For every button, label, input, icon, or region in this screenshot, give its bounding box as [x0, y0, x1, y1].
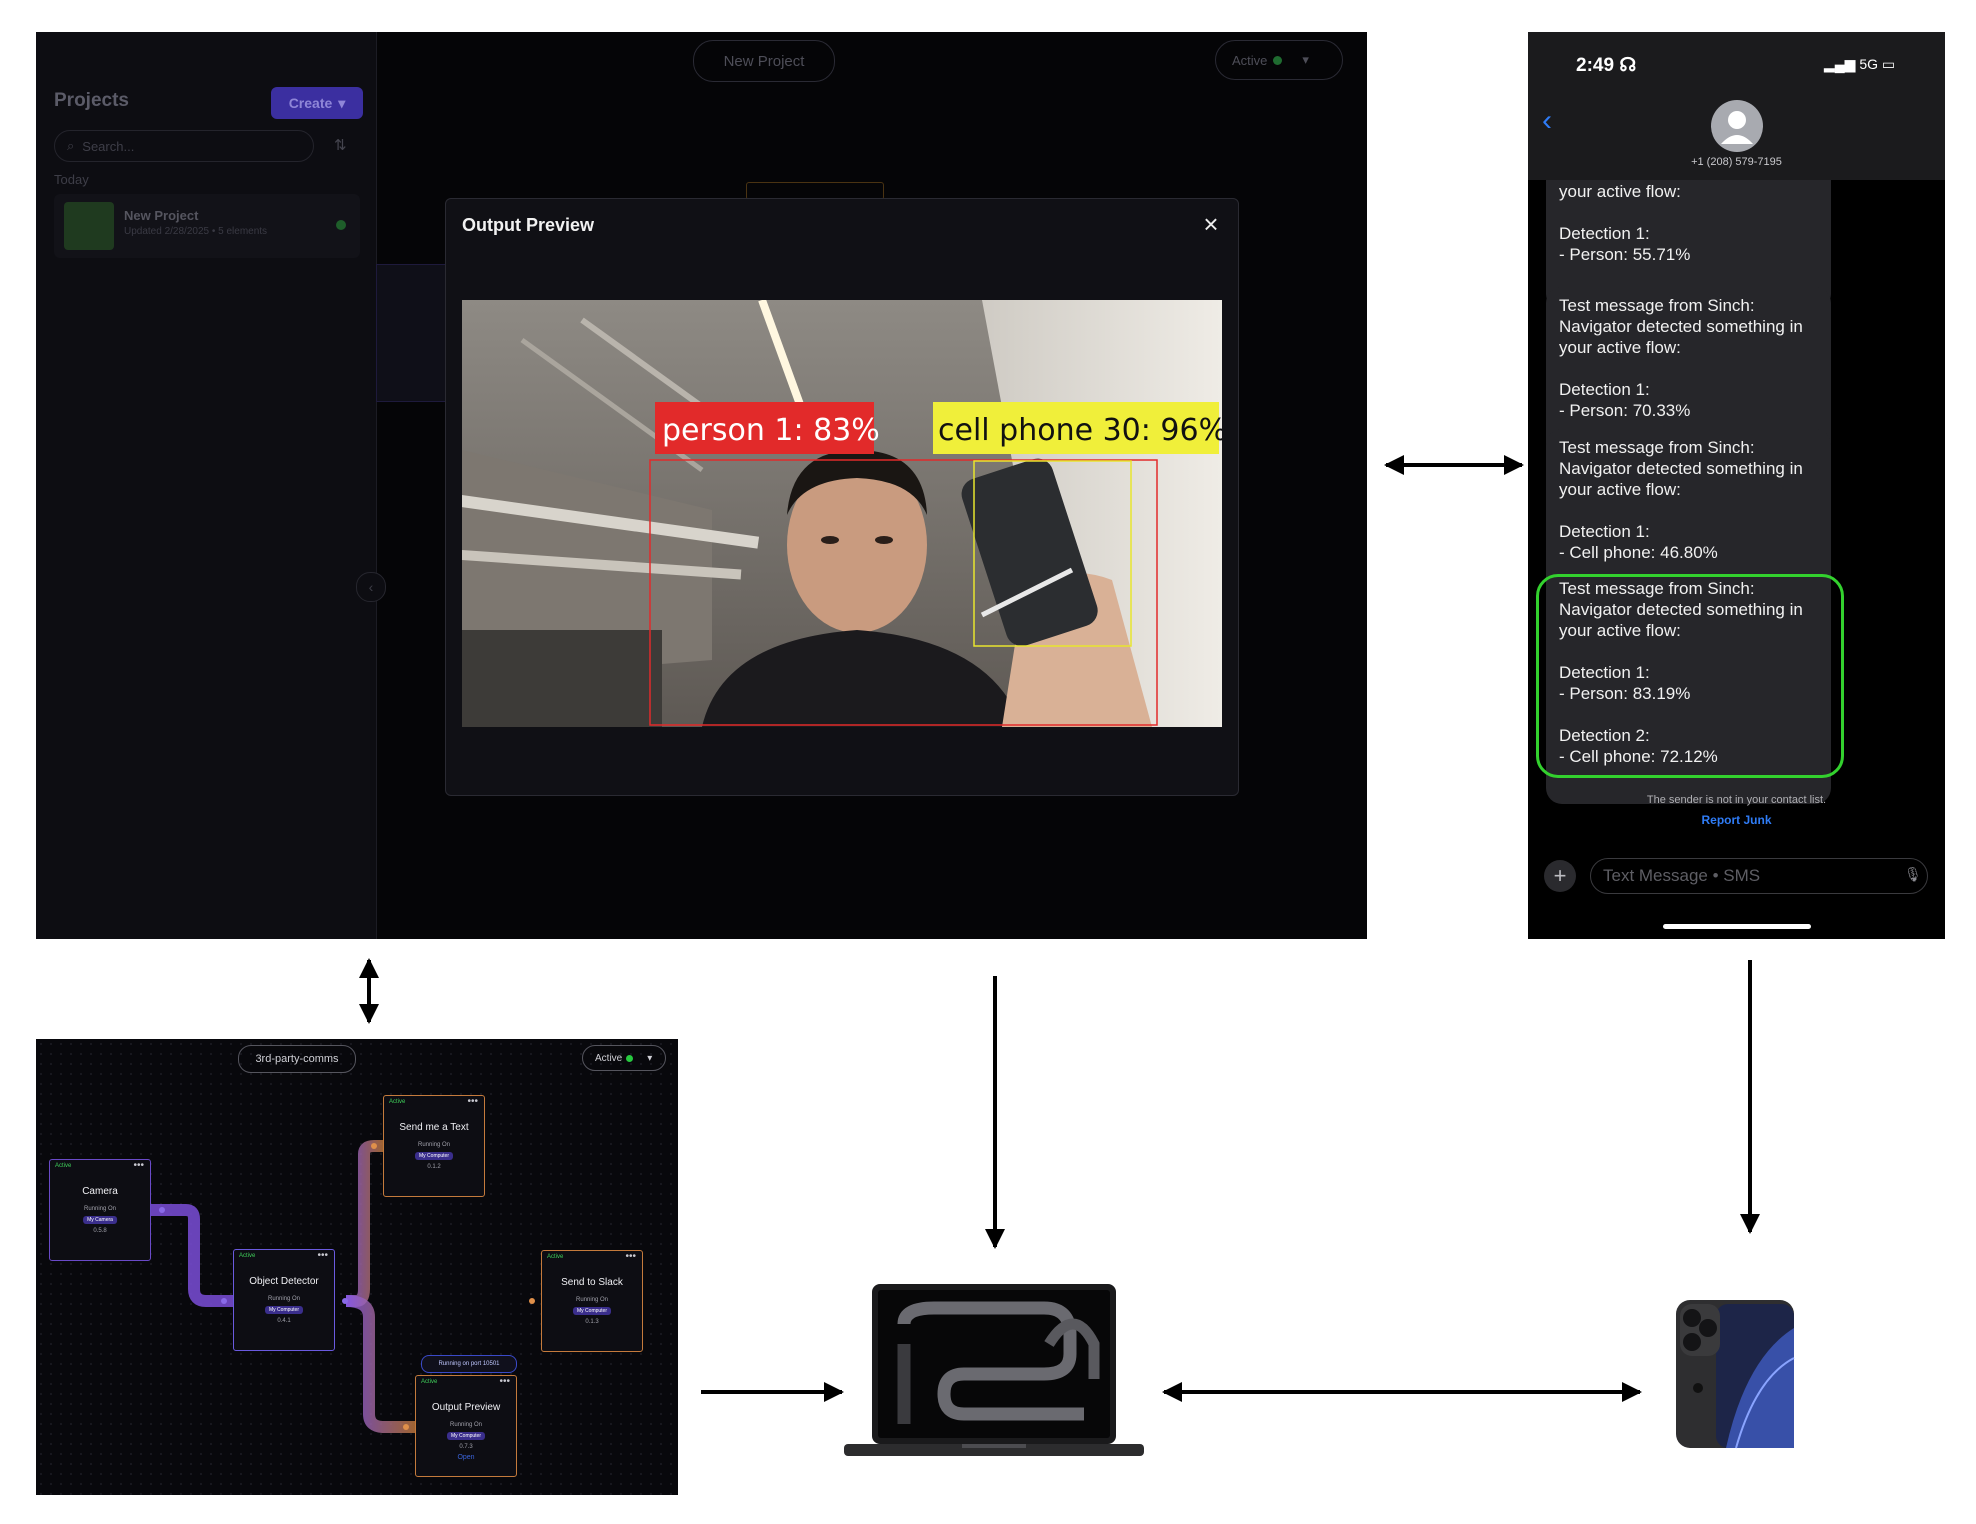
microphone-icon[interactable]: 🎙: [1904, 866, 1922, 882]
status-label: Active: [1232, 52, 1268, 68]
projects-sidebar: Projects Create ▾ ⌕ Search... ⇅ Today New …: [36, 32, 377, 939]
node-status: Active: [389, 1099, 406, 1105]
node-running-label: Running On: [267, 1296, 301, 1302]
node-device-chip: My Computer: [446, 1432, 486, 1440]
background-node: [376, 264, 448, 402]
chevron-down-icon: ▾: [338, 94, 346, 111]
node-title: Output Preview: [431, 1402, 501, 1413]
node-status: Active: [421, 1379, 438, 1385]
node-version: 0.1.2: [427, 1164, 441, 1170]
plus-icon[interactable]: +: [1544, 860, 1576, 892]
search-input[interactable]: ⌕ Search...: [54, 130, 314, 162]
node-output-preview[interactable]: Active ••• Output Preview Running On My …: [415, 1375, 517, 1477]
node-object-detector[interactable]: Active ••• Object Detector Running On My…: [233, 1249, 335, 1351]
project-thumbnail: [64, 202, 114, 250]
node-device-chip: My Computer: [414, 1152, 454, 1160]
node-version: 0.1.3: [585, 1319, 599, 1325]
close-icon[interactable]: ×: [1203, 209, 1219, 239]
node-send-to-slack[interactable]: Active ••• Send to Slack Running On My C…: [541, 1250, 643, 1352]
port-label: Running on port 10501: [438, 1361, 500, 1367]
more-icon[interactable]: •••: [317, 1250, 328, 1261]
projects-title: Projects: [54, 90, 129, 111]
node-device-chip: My Computer: [264, 1306, 304, 1314]
node-version: 0.7.3: [459, 1444, 473, 1450]
app-screenshot: Projects Create ▾ ⌕ Search... ⇅ Today New …: [36, 32, 1367, 939]
node-camera[interactable]: Active ••• Camera Running On My Camera 0…: [49, 1159, 151, 1261]
battery-icon: ▭: [1881, 56, 1896, 72]
node-device-chip: My Computer: [572, 1307, 612, 1315]
more-icon[interactable]: •••: [625, 1251, 636, 1262]
node-title: Send to Slack: [561, 1277, 623, 1288]
status-dot: [336, 220, 346, 230]
flow-status-toggle[interactable]: Active ▾: [582, 1045, 666, 1071]
node-running-label: Running On: [575, 1297, 609, 1303]
node-device-chip: My Camera: [83, 1216, 117, 1224]
unknown-sender-notice: The sender is not in your contact list.: [1646, 794, 1827, 806]
clock-time: 2:49: [1576, 55, 1615, 76]
contact-number[interactable]: +1 (208) 579-7195: [1691, 156, 1782, 168]
status-dot: [626, 1054, 634, 1062]
more-icon[interactable]: •••: [133, 1160, 144, 1171]
output-preview-modal: Output Preview ×: [445, 198, 1239, 796]
open-link[interactable]: Open: [457, 1454, 475, 1461]
create-button[interactable]: Create ▾: [271, 87, 363, 119]
section-label: Today: [54, 172, 89, 187]
signal-icon: ▂▄▆: [1824, 56, 1856, 72]
phone-messages-screenshot: Navigator detected something in your act…: [1528, 32, 1945, 939]
iphone-image: [1676, 1300, 1795, 1449]
message-input[interactable]: Text Message • SMS: [1590, 858, 1928, 894]
node-status: Active: [547, 1254, 564, 1260]
collapse-sidebar-button[interactable]: ‹: [356, 572, 386, 602]
sort-icon[interactable]: ⇅: [334, 137, 347, 154]
node-title: Object Detector: [249, 1276, 319, 1287]
node-running-label: Running On: [449, 1422, 483, 1428]
camera-preview-image: person 1: 83% cell phone 30: 96%: [462, 300, 1222, 727]
clock: 2:49 ☊: [1576, 54, 1636, 77]
report-junk-link[interactable]: Report Junk: [1701, 813, 1772, 827]
person-detection-label: person 1: 83%: [662, 413, 880, 448]
node-title: Camera: [82, 1186, 118, 1197]
node-running-label: Running On: [417, 1142, 451, 1148]
status-dot: [1273, 55, 1283, 65]
node-title: Send me a Text: [399, 1122, 469, 1133]
chevron-down-icon: ▾: [647, 1052, 653, 1064]
message-bubble: Test message from Sinch: Navigator detec…: [1546, 570, 1831, 804]
node-running-label: Running On: [83, 1206, 117, 1212]
status-label: Active: [595, 1052, 623, 1064]
node-status: Active: [55, 1163, 72, 1169]
status-bar: ▂▄▆ 5G ▭: [1824, 56, 1895, 73]
node-version: 0.4.1: [277, 1318, 291, 1324]
node-send-text[interactable]: Active ••• Send me a Text Running On My …: [383, 1095, 485, 1197]
search-placeholder: Search...: [82, 138, 135, 154]
port-badge: Running on port 10501: [421, 1355, 517, 1373]
home-indicator: [1663, 924, 1811, 929]
flow-connections: [145, 1140, 541, 1433]
node-status: Active: [239, 1253, 256, 1259]
person-icon: [1721, 111, 1753, 144]
chevron-down-icon: ▾: [1302, 52, 1309, 67]
back-icon[interactable]: ‹: [1542, 104, 1552, 137]
modal-title: Output Preview: [462, 215, 595, 235]
phone-detection-label: cell phone 30: 96%: [938, 413, 1222, 448]
project-meta: Updated 2/28/2025 • 5 elements: [124, 226, 268, 237]
more-icon[interactable]: •••: [499, 1376, 510, 1387]
messages-header: 2:49 ☊ ▂▄▆ 5G ▭ ‹ +1 (208) 579-7195: [1528, 32, 1945, 180]
headphones-icon: ☊: [1619, 55, 1637, 76]
more-icon[interactable]: •••: [467, 1096, 478, 1107]
flow-editor-screenshot: 3rd-party-comms Active ▾ Active ••• Camer…: [36, 1039, 678, 1495]
network-label: 5G: [1859, 56, 1879, 72]
status-toggle[interactable]: Active ▾: [1215, 40, 1343, 80]
project-name: New Project: [124, 208, 199, 223]
flow-title-pill[interactable]: 3rd-party-comms: [238, 1045, 356, 1073]
node-version: 0.5.8: [93, 1228, 107, 1234]
laptop-image: [844, 1284, 1144, 1456]
project-card[interactable]: New Project Updated 2/28/2025 • 5 elemen…: [54, 194, 360, 258]
avatar[interactable]: [1711, 100, 1763, 152]
search-icon: ⌕: [67, 138, 75, 153]
project-title-pill[interactable]: New Project: [693, 40, 835, 82]
highlight-outline: [1536, 574, 1844, 778]
create-label: Create: [288, 95, 333, 111]
